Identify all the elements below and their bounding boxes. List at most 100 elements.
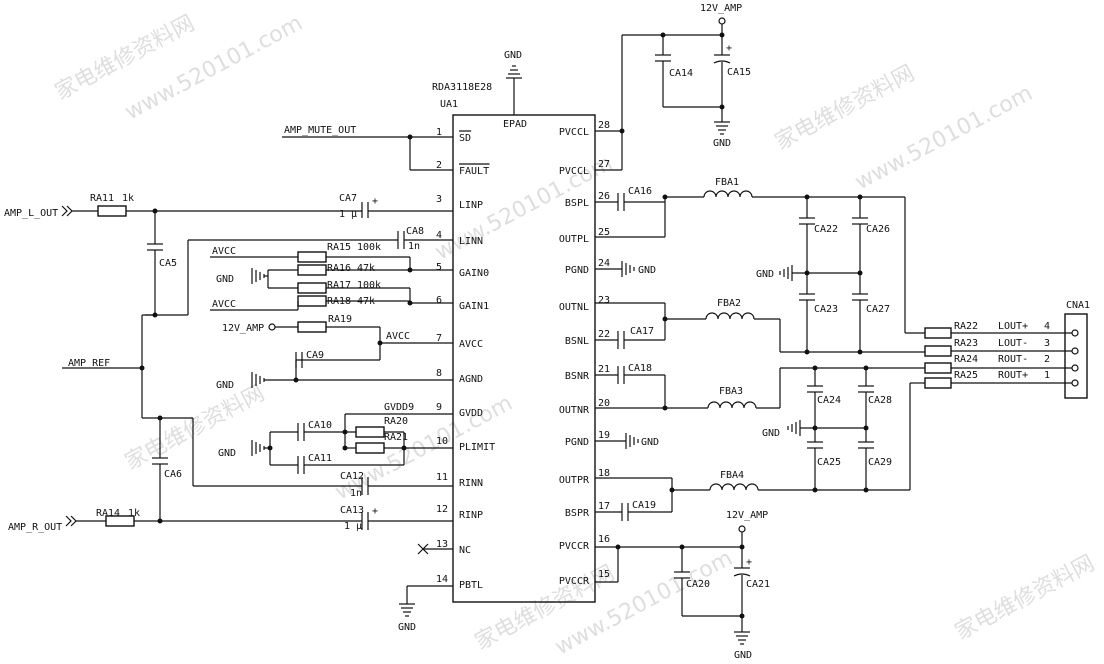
ca16-label: CA16 [628,186,652,197]
ic-pin-num-right: 22 [598,329,610,340]
ra21-label: RA21 [384,432,408,443]
net-12v-amp-2: 12V_AMP [700,3,742,14]
gnd-ca10-symbol [251,440,265,456]
ic-pin-num-left: 10 [436,436,448,447]
watermark-2: www.520101.com [121,11,307,126]
net-avcc-3: AVCC [386,331,410,342]
ca12-value: 1n [350,488,362,499]
cna1-signal-1: LOUT+ [998,321,1028,332]
ra19-label: RA19 [328,314,352,325]
inductor-fba4 [709,483,759,491]
ca22-label: CA22 [814,224,838,235]
ic-pin-name-left: RINN [459,478,483,489]
offpage-amp-r-out-icon [65,515,77,527]
ca28-label: CA28 [868,395,892,406]
resistor-ra18 [297,295,327,307]
ic-part-label: RDA3118E28 [432,82,492,93]
ca21-label: CA21 [746,579,770,590]
ca15-label: CA15 [727,67,751,78]
ra11-label: RA11 [90,193,114,204]
ic-pin-num-left: 3 [436,194,442,205]
ca20-label: CA20 [686,579,710,590]
ic-pin-num-right: 28 [598,120,610,131]
resistor-ra24 [924,362,952,374]
resistor-ra17 [297,282,327,294]
cna1-pin-1: 4 [1044,321,1050,332]
ic-pin-num-left: 8 [436,368,442,379]
resistor-ra22 [924,327,952,339]
gnd-r-symbol [787,420,801,436]
resistor-ra20 [355,426,385,438]
ra11-value: 1k [122,193,134,204]
ic-pin-name-right: PGND [565,265,589,276]
ic-pin-num-right: 18 [598,468,610,479]
offpage-amp-l-out-icon [61,205,73,217]
ic-pin-num-right: 24 [598,258,610,269]
ra16-label: RA16 [327,263,351,274]
ra24-label: RA24 [954,354,978,365]
connector-12v-amp-top-icon [718,17,726,25]
ca6-label: CA6 [164,469,182,480]
ca27-label: CA27 [866,304,890,315]
ic-pin-num-left: 4 [436,230,442,241]
ic-pin-num-left: 5 [436,262,442,273]
ic-pin-num-left: 13 [436,539,448,550]
net-amp-mute-out: AMP_MUTE_OUT [284,125,356,136]
ic-pin-name-left: SD [459,133,471,144]
ra17-label: RA17 [327,280,351,291]
ic-pin-num-right: 19 [598,430,610,441]
ra15-label: RA15 [327,242,351,253]
watermark-6: 家电维修资料网 [121,381,269,475]
ra25-label: RA25 [954,370,978,381]
net-12v-amp-3: 12V_AMP [726,510,768,521]
ca29-label: CA29 [868,457,892,468]
inductor-fba3 [707,401,757,409]
ic-pin-name-right: PGND [565,437,589,448]
ic-pin-name-left: GAIN0 [459,268,489,279]
ca13-value: 1 μ [344,521,362,532]
ic-pin-name-right: BSNR [565,371,590,382]
gnd-top-symbol [506,65,522,79]
cna1-pin-2: 3 [1044,338,1050,349]
ra15-value: 100k [357,242,381,253]
ic-pin-name-right: BSPL [565,198,589,209]
ca13-label: CA13 [340,505,364,516]
ic-pin-num-left: 1 [436,127,442,138]
gnd-pin19-symbol [625,433,639,449]
ic-pin-name-left: NC [459,545,471,556]
ra14-value: 1k [128,508,140,519]
gnd-ra16-symbol [251,268,265,284]
connector-12v-amp-bottom-icon [738,525,746,533]
gnd-r-label: GND [762,428,780,439]
gnd-ra16-label: GND [216,274,234,285]
ic-pin-name-left: RINP [459,510,483,521]
net-gvdd9: GVDD9 [384,402,414,413]
ic-ref-label: UA1 [440,99,458,110]
ca21-plus: + [746,557,752,568]
ra14-label: RA14 [96,508,120,519]
ic-pin-name-right: OUTNL [559,302,589,313]
net-amp-r-out: AMP_R_OUT [8,522,62,533]
ic-pin-num-left: 2 [436,160,442,171]
gnd-pin24-label: GND [638,265,656,276]
gnd-l-label: GND [756,269,774,280]
resistor-ra19 [297,321,327,333]
gnd-ca9-symbol [251,372,265,388]
cna1-signal-2: LOUT- [998,338,1028,349]
net-amp-ref: AMP_REF [68,358,110,369]
net-avcc-2: AVCC [212,299,236,310]
gnd-l-symbol [779,265,793,281]
ic-pin-num-right: 17 [598,501,610,512]
ic-pin-num-left: 6 [436,295,442,306]
ic-pin-name-left: AGND [459,374,483,385]
ca26-label: CA26 [866,224,890,235]
ra17-value: 100k [357,280,381,291]
gnd-pin19-label: GND [641,437,659,448]
connector-12v-amp-1-icon [268,323,276,331]
watermark-3: 家电维修资料网 [771,61,919,155]
ic-epad-label: EPAD [503,119,527,130]
net-avcc-1: AVCC [212,246,236,257]
ic-pin-name-left: FAULT [459,166,489,177]
ca14-label: CA14 [669,68,693,79]
cna1-signal-3: ROUT- [998,354,1028,365]
